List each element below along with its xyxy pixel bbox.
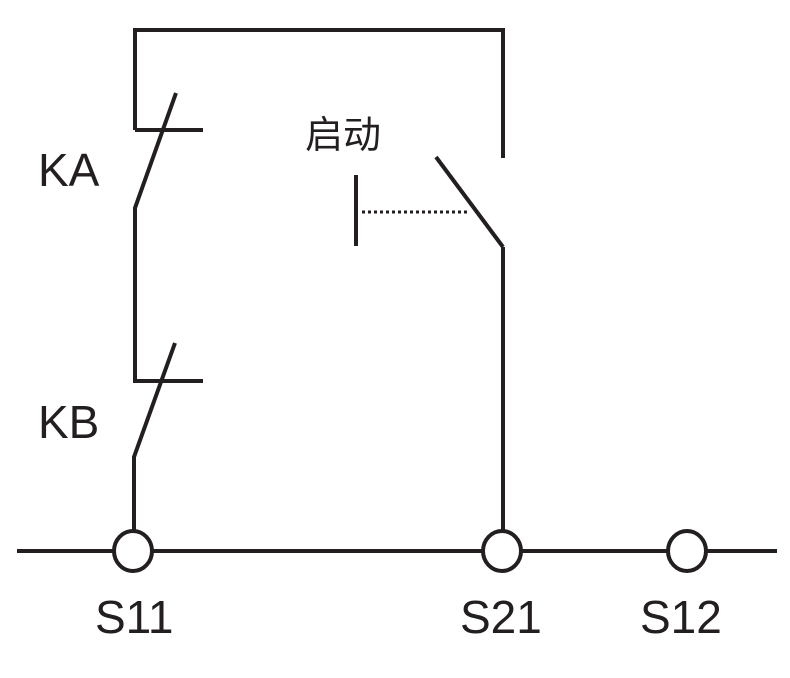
label-kb: KB — [38, 396, 99, 448]
label-ka: KA — [38, 144, 100, 196]
label-s11: S11 — [95, 591, 173, 643]
kb-contact — [132, 342, 203, 533]
terminal-s11 — [112, 529, 154, 573]
label-s21: S21 — [460, 591, 542, 643]
ka-contact — [133, 92, 203, 285]
top-wire — [133, 28, 505, 158]
terminal-s21 — [481, 529, 523, 573]
ka-contact-blade — [133, 92, 178, 285]
label-s12: S12 — [640, 591, 722, 643]
label-start: 启动 — [305, 113, 381, 157]
start-pushbutton — [354, 155, 505, 249]
kb-contact-blade — [132, 342, 177, 533]
terminal-s12 — [666, 529, 708, 573]
start-switch-blade — [434, 155, 505, 249]
